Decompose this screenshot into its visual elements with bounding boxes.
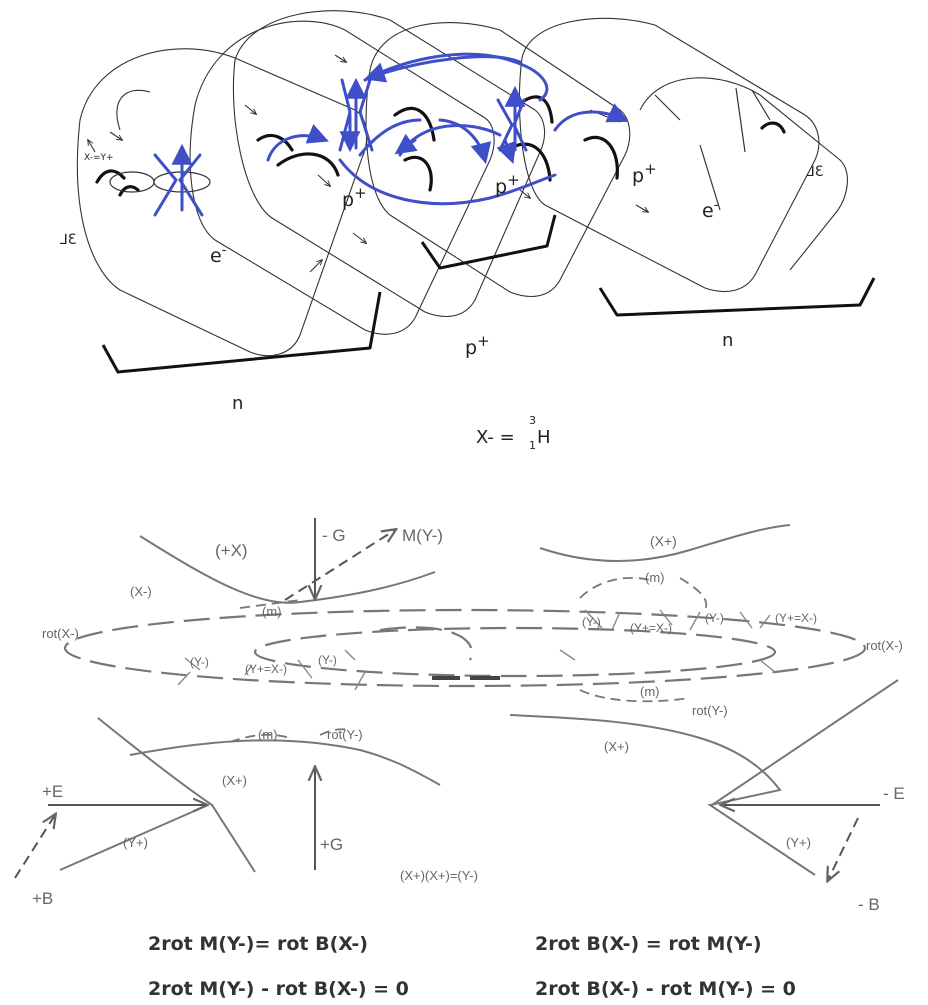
- equation-4: 2rot B(X-) - rot M(Y-) = 0: [535, 978, 796, 1000]
- proton-label-4: p+: [465, 332, 490, 359]
- plus-g-label: +G: [320, 835, 343, 854]
- field-arcs: [95, 95, 786, 197]
- minus-g-label: - G: [322, 526, 346, 545]
- m-y-arrow: [284, 530, 395, 601]
- y-minus-right-1-label: (Y-): [582, 615, 601, 629]
- formula-symbol: H: [537, 427, 551, 448]
- x-plus-left-bottom-label: (X+): [222, 773, 247, 788]
- loop-arrows: [88, 54, 648, 273]
- vector-arrows: [14, 518, 880, 880]
- x-plus-right-bottom-label: (X+): [604, 739, 629, 754]
- proton-label-3: p+: [632, 160, 657, 187]
- k-symbol-left: ⅃Ɛ: [60, 232, 76, 248]
- loop-outlines: [76, 10, 848, 357]
- y-eq-left-label: (Y+=X-): [245, 662, 287, 676]
- dashed-orbits: [63, 608, 867, 688]
- blue-field-lines: [153, 52, 629, 217]
- m-right-top-label: (m): [645, 570, 665, 585]
- electron-label-right: e-: [702, 198, 719, 222]
- plus-b-label: +B: [32, 889, 53, 908]
- neutron-label-left: n: [232, 393, 243, 414]
- minus-b-arrow: [828, 817, 859, 880]
- formula-lhs: X- =: [476, 427, 515, 448]
- rot-y-left-label: rot(Y-): [327, 727, 363, 742]
- x-plus-right-top-label: (X+): [650, 533, 677, 549]
- y-eq-right-2-label: (Y+=X-): [775, 611, 817, 625]
- m-left-top-label: (m): [262, 604, 282, 619]
- thin-sketches: [109, 87, 771, 211]
- tick-sketches: [177, 609, 776, 691]
- product-label: (X+)(X+)=(Y-): [400, 868, 478, 883]
- plus-x-top-label: (+X): [215, 541, 248, 560]
- k-symbol-right: ⅃Ɛ: [807, 164, 823, 180]
- top-diagram: X-=Y+ ⅃Ɛ ⅃Ɛ e- e- p+ p+ p+ p+ n n X- = 3…: [60, 10, 876, 452]
- m-left-bottom-label: (m): [258, 727, 278, 742]
- proton-label-1: p+: [342, 184, 367, 211]
- minus-b-label: - B: [858, 895, 880, 914]
- bottom-diagram: (+X) - G M(Y-) (X+) (X-) (m) (m) rot(X-)…: [14, 518, 905, 914]
- electron-label-left: e-: [210, 243, 227, 267]
- inner-xy-label: X-=Y+: [84, 153, 114, 163]
- neutron-label-right: n: [722, 330, 733, 351]
- plus-e-label: +E: [42, 782, 63, 801]
- m-right-bottom-label: (m): [640, 684, 660, 699]
- y-minus-right-2-label: (Y-): [705, 611, 724, 625]
- x-minus-left-label: (X-): [130, 584, 152, 599]
- equations: 2rot M(Y-)= rot B(X-) 2rot B(X-) = rot M…: [148, 933, 796, 1000]
- brackets: [101, 214, 876, 374]
- dashed-strokes: [229, 577, 708, 743]
- rot-x-right-label: rot(X-): [866, 638, 903, 653]
- equation-3: 2rot M(Y-) - rot B(X-) = 0: [148, 978, 409, 1000]
- y-eq-right-1-label: (Y+=X-): [630, 621, 672, 635]
- tritium-formula: X- = 3 1 H: [476, 414, 551, 452]
- plus-b-arrow: [14, 815, 55, 879]
- y-plus-left-label: (Y+): [123, 835, 148, 850]
- equation-1: 2rot M(Y-)= rot B(X-): [148, 933, 368, 955]
- proton-label-2: p+: [495, 171, 520, 198]
- m-y-minus-label: M(Y-): [402, 526, 443, 545]
- y-plus-right-label: (Y+): [786, 835, 811, 850]
- formula-mass-number: 3: [529, 414, 536, 427]
- y-minus-left-1-label: (Y-): [190, 655, 209, 669]
- y-minus-left-2-label: (Y-): [318, 653, 337, 667]
- field-curves: [59, 524, 899, 876]
- rot-x-left-label: rot(X-): [42, 626, 79, 641]
- minus-e-label: - E: [883, 784, 905, 803]
- equation-2: 2rot B(X-) = rot M(Y-): [535, 933, 762, 955]
- formula-charge-number: 1: [529, 439, 536, 452]
- rot-y-right-label: rot(Y-): [692, 703, 728, 718]
